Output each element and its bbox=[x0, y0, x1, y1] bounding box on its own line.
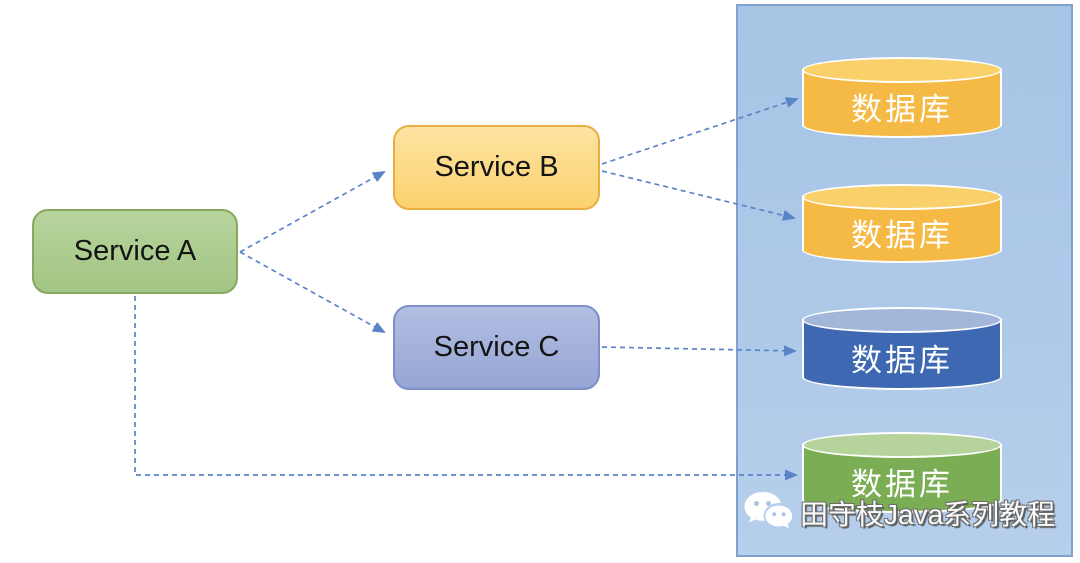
database-cylinder-2-lid bbox=[802, 184, 1002, 210]
edge-service-a-to-service-b bbox=[239, 171, 386, 253]
database-cylinder-2: 数据库 bbox=[802, 184, 1002, 263]
database-cylinder-3-body: 数据库 bbox=[802, 319, 1002, 390]
watermark: 田守枝Java系列教程 bbox=[742, 490, 1055, 536]
database-cylinder-3: 数据库 bbox=[802, 307, 1002, 390]
database-2-label: 数据库 bbox=[851, 218, 953, 253]
edge-service-b-to-db-1 bbox=[601, 97, 799, 165]
database-cylinder-4-lid bbox=[802, 432, 1002, 458]
database-4-label: 数据库 bbox=[851, 467, 953, 502]
database-cylinder-3-lid bbox=[802, 307, 1002, 333]
database-cylinder-1-lid bbox=[802, 57, 1002, 83]
service-a-label: Service A bbox=[73, 235, 197, 267]
service-c-node: Service C bbox=[393, 305, 600, 390]
edge-service-a-to-service-c bbox=[239, 251, 386, 333]
service-a-node: Service A bbox=[32, 209, 238, 294]
database-3-label: 数据库 bbox=[851, 343, 953, 378]
edge-service-c-to-db-3 bbox=[601, 345, 797, 357]
database-1-label: 数据库 bbox=[851, 92, 953, 127]
service-b-label: Service B bbox=[434, 151, 559, 183]
service-c-label: Service C bbox=[433, 331, 560, 363]
database-cylinder-1: 数据库 bbox=[802, 57, 1002, 138]
watermark-text: 田守枝Java系列教程 bbox=[800, 499, 1056, 530]
wechat-icon bbox=[744, 492, 793, 529]
edge-service-b-to-db-2 bbox=[601, 170, 796, 221]
database-cylinder-4: 数据库 bbox=[802, 432, 1002, 513]
service-b-node: Service B bbox=[393, 125, 600, 210]
